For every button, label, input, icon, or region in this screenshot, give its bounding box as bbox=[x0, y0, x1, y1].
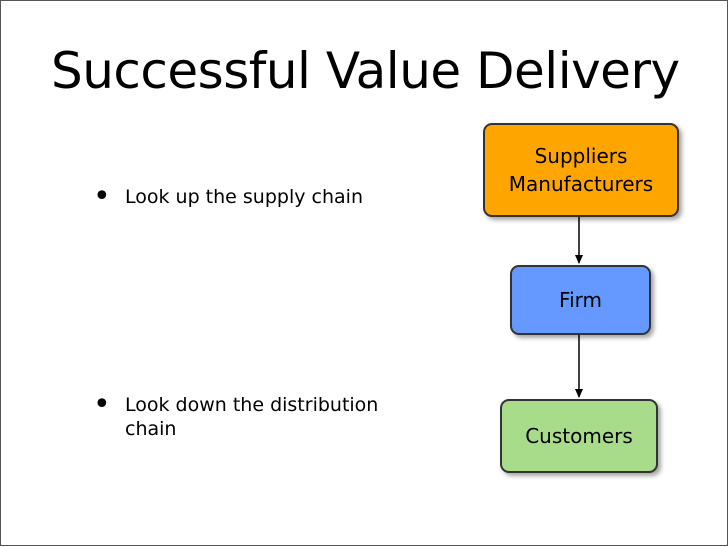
node-customers: Customers bbox=[500, 399, 658, 473]
node-firm: Firm bbox=[510, 265, 651, 335]
bullet-text: Look down the distribution chain bbox=[125, 394, 379, 440]
bullet-text: Look up the supply chain bbox=[125, 186, 363, 208]
bullet-dot-icon: • bbox=[93, 387, 111, 422]
node-label-suppliers: Suppliers bbox=[534, 144, 628, 168]
node-label-manufacturers: Manufacturers bbox=[508, 172, 654, 196]
node-suppliers-manufacturers: Suppliers Manufacturers bbox=[483, 123, 679, 217]
node-label-customers: Customers bbox=[525, 424, 633, 448]
slide-title: Successful Value Delivery bbox=[51, 42, 680, 100]
node-label-firm: Firm bbox=[559, 288, 602, 312]
bullet-dot-icon: • bbox=[93, 179, 111, 214]
